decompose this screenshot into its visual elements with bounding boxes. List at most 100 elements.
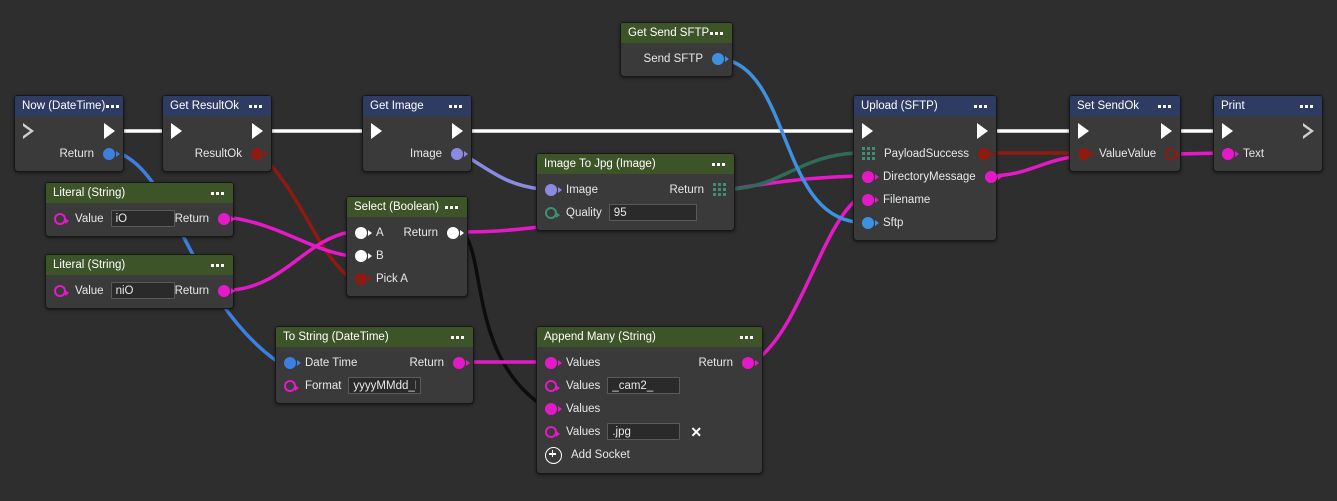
socket-value-in[interactable] [54, 212, 69, 225]
exec-out-icon[interactable] [1303, 123, 1314, 139]
node-print[interactable]: Print Text [1213, 95, 1323, 172]
socket-date-time[interactable] [284, 356, 301, 369]
socket-sftp[interactable] [862, 216, 879, 229]
node-literal-string-1[interactable]: Literal (String) Value Return [45, 182, 236, 237]
socket-image[interactable] [451, 147, 468, 160]
socket-quality[interactable] [545, 206, 560, 219]
node-literal-string-2[interactable]: Literal (String) Value Return [45, 254, 236, 309]
socket-message[interactable] [984, 170, 1002, 183]
exec-out-icon[interactable] [104, 123, 115, 139]
output-pin-return[interactable]: Return [15, 142, 123, 165]
node-header[interactable]: Get ResultOk [163, 96, 271, 116]
exec-out-icon[interactable] [252, 123, 263, 139]
socket-values-4[interactable] [545, 425, 560, 438]
socket-payload[interactable] [862, 147, 875, 160]
node-image-to-jpg[interactable]: Image To Jpg (Image) Image Return Qualit… [536, 153, 735, 231]
node-header[interactable]: Select (Boolean) [347, 197, 467, 217]
exec-in-icon[interactable] [371, 123, 382, 139]
node-get-image[interactable]: Get Image Image [362, 95, 472, 172]
values-4-input[interactable] [607, 423, 681, 440]
node-header[interactable]: Literal (String) [46, 183, 233, 203]
socket-value-out[interactable] [1165, 147, 1181, 160]
socket-values-3[interactable] [545, 402, 562, 415]
node-menu-icon[interactable] [1157, 102, 1173, 110]
socket-return[interactable] [103, 147, 120, 160]
node-menu-icon[interactable] [739, 333, 755, 341]
exec-out-icon[interactable] [452, 123, 463, 139]
add-socket-button[interactable]: Add Socket [537, 443, 762, 467]
socket-value-in[interactable] [1078, 147, 1095, 160]
node-get-send-sftp[interactable]: Get Send SFTP Send SFTP [620, 22, 733, 77]
socket-values-2[interactable] [545, 379, 560, 392]
socket-filename[interactable] [862, 193, 879, 206]
node-header[interactable]: Image To Jpg (Image) [537, 154, 734, 174]
node-menu-icon[interactable] [973, 102, 989, 110]
node-append-many-string[interactable]: Append Many (String) Values Return Value… [536, 326, 763, 474]
values-2-input[interactable] [607, 377, 681, 394]
node-menu-icon[interactable] [248, 102, 264, 110]
socket-return[interactable] [742, 356, 759, 369]
node-header[interactable]: Get Send SFTP [621, 23, 732, 43]
socket-value-in[interactable] [54, 284, 69, 297]
node-menu-icon[interactable] [1299, 102, 1315, 110]
socket-return[interactable] [218, 284, 236, 297]
node-header[interactable]: To String (DateTime) [276, 327, 473, 347]
exec-in-icon[interactable] [1078, 123, 1089, 139]
node-menu-icon[interactable] [709, 29, 725, 37]
node-title: To String (DateTime) [283, 331, 389, 343]
socket-a[interactable] [355, 226, 372, 239]
socket-values-1[interactable] [545, 356, 562, 369]
socket-pick-a[interactable] [355, 272, 372, 285]
node-header[interactable]: Upload (SFTP) [854, 96, 996, 116]
socket-b[interactable] [355, 249, 372, 262]
quality-input[interactable] [608, 204, 697, 221]
pin-row-values-4: Values ✕ [537, 420, 762, 443]
socket-return[interactable] [447, 226, 464, 239]
socket-image-in[interactable] [545, 183, 562, 196]
node-menu-icon[interactable] [444, 203, 460, 211]
format-input[interactable] [348, 377, 422, 394]
socket-return[interactable] [218, 212, 236, 225]
node-header[interactable]: Now (DateTime) [15, 96, 123, 116]
output-pin-send-sftp[interactable]: Send SFTP [621, 47, 732, 70]
node-header[interactable]: Print [1214, 96, 1322, 116]
socket-success[interactable] [978, 147, 996, 160]
socket-directory[interactable] [862, 170, 879, 183]
node-set-sendok[interactable]: Set SendOk Value Value [1069, 95, 1181, 172]
exec-out-icon[interactable] [977, 123, 988, 139]
output-pin-image[interactable]: Image [363, 142, 471, 165]
socket-text[interactable] [1222, 147, 1239, 160]
pin-row-b: B [347, 244, 467, 267]
pin-label: ResultOk [194, 147, 242, 160]
node-menu-icon[interactable] [210, 261, 226, 269]
value-input[interactable] [110, 282, 175, 299]
node-now-datetime[interactable]: Now (DateTime) Return [14, 95, 124, 172]
node-header[interactable]: Get Image [363, 96, 471, 116]
socket-return-array[interactable] [713, 183, 726, 196]
node-select-boolean[interactable]: Select (Boolean) A Return B Pick A [346, 196, 468, 297]
node-to-string-datetime[interactable]: To String (DateTime) Date Time Return Fo… [275, 326, 474, 404]
exec-in-icon[interactable] [23, 123, 34, 139]
node-upload-sftp[interactable]: Upload (SFTP) Payload Success Directory … [853, 95, 1002, 241]
exec-in-icon[interactable] [1222, 123, 1233, 139]
exec-in-icon[interactable] [862, 123, 873, 139]
exec-in-icon[interactable] [171, 123, 182, 139]
node-header[interactable]: Append Many (String) [537, 327, 762, 347]
socket-resultok[interactable] [251, 147, 268, 160]
node-menu-icon[interactable] [711, 160, 727, 168]
exec-out-icon[interactable] [1161, 123, 1172, 139]
node-menu-icon[interactable] [448, 102, 464, 110]
node-menu-icon[interactable] [450, 333, 466, 341]
socket-send-sftp[interactable] [712, 52, 729, 65]
socket-format[interactable] [284, 379, 299, 392]
output-pin-resultok[interactable]: ResultOk [163, 142, 271, 165]
node-menu-icon[interactable] [105, 102, 121, 110]
node-header[interactable]: Set SendOk [1070, 96, 1180, 116]
value-input[interactable] [110, 210, 175, 227]
socket-return[interactable] [453, 356, 470, 369]
node-menu-icon[interactable] [210, 189, 226, 197]
remove-socket-button[interactable]: ✕ [690, 423, 703, 440]
node-header[interactable]: Literal (String) [46, 255, 233, 275]
node-get-resultok[interactable]: Get ResultOk ResultOk [162, 95, 272, 172]
